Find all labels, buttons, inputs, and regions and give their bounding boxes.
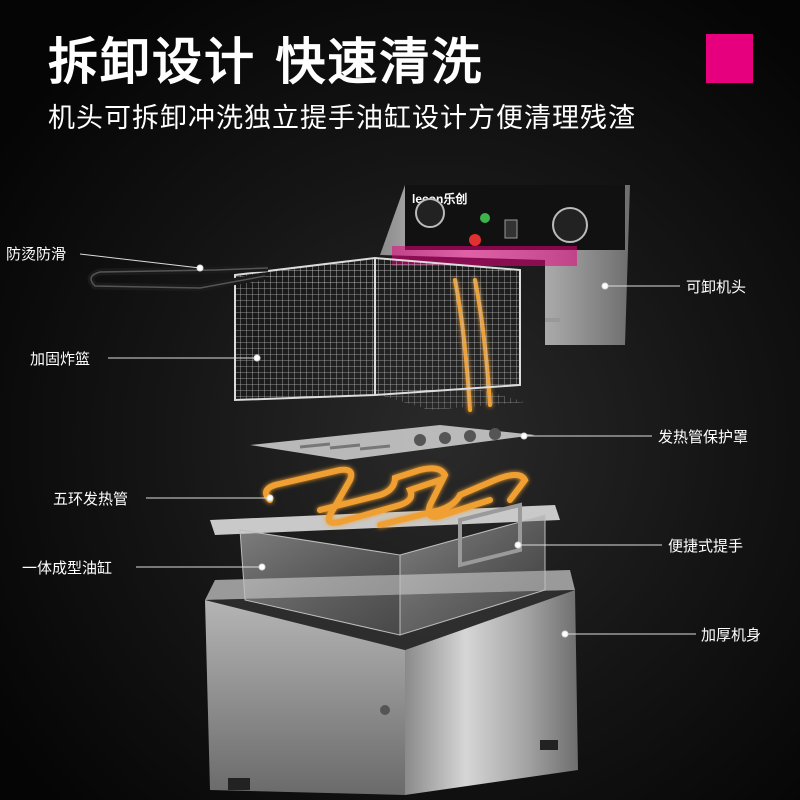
power-switch-icon bbox=[504, 219, 518, 239]
headline-subtitle: 机头可拆卸冲洗独立提手油缸设计方便清理残渣 bbox=[48, 103, 636, 134]
accent-square bbox=[706, 34, 753, 83]
leader-line-handle bbox=[79, 253, 201, 269]
temperature-knob-icon bbox=[552, 207, 588, 243]
indicator-strip bbox=[392, 246, 577, 266]
timer-knob-icon bbox=[415, 198, 445, 228]
callout-basket: 加固炸篮 bbox=[30, 350, 91, 368]
oil-tank bbox=[210, 502, 560, 636]
control-head: lecon乐创 bbox=[380, 185, 630, 345]
callout-basket-handle: 防烫防滑 bbox=[6, 245, 67, 263]
callout-control-head: 可卸机头 bbox=[686, 278, 747, 296]
callout-body: 加厚机身 bbox=[701, 626, 762, 644]
power-light-icon bbox=[480, 213, 490, 223]
heat-light-icon bbox=[469, 234, 481, 246]
basket-handle bbox=[87, 264, 269, 292]
callout-tube-guard: 发热管保护罩 bbox=[658, 428, 749, 446]
callout-tank-handle: 便捷式提手 bbox=[668, 537, 744, 555]
tube-guard bbox=[250, 425, 535, 460]
callout-heating-tube: 五环发热管 bbox=[53, 490, 129, 508]
headline-title: 拆卸设计 快速清洗 bbox=[48, 33, 484, 91]
callout-oil-tank: 一体成型油缸 bbox=[22, 559, 113, 577]
fry-basket bbox=[234, 256, 525, 410]
